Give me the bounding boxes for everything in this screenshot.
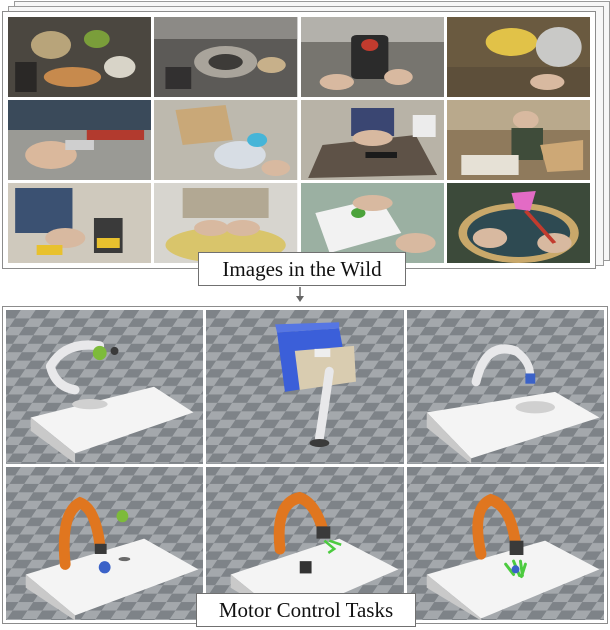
motor-control-panel bbox=[2, 306, 608, 624]
photo-floor-measuring bbox=[300, 100, 444, 180]
images-in-the-wild-label: Images in the Wild bbox=[198, 252, 406, 286]
photo-washing-basket bbox=[154, 183, 298, 263]
photo-cutting-paper-scissors bbox=[446, 183, 590, 263]
photo-unpacking-boxes bbox=[154, 100, 298, 180]
sim-white-arm-push bbox=[406, 310, 604, 464]
photo-kitchen-cooking bbox=[8, 17, 152, 97]
wild-image-collage bbox=[2, 11, 596, 269]
sim-orange-arm-ball bbox=[6, 466, 204, 620]
photo-kitchen-sink-dishes bbox=[154, 17, 298, 97]
motor-control-tasks-label: Motor Control Tasks bbox=[196, 593, 416, 627]
sim-white-arm-ball bbox=[6, 310, 204, 464]
sim-orange-arm-hand bbox=[406, 466, 604, 620]
photo-power-drill bbox=[8, 183, 152, 263]
sim-white-arm-drawer bbox=[206, 310, 404, 464]
photo-woodworking-shop bbox=[446, 100, 590, 180]
down-arrow-icon bbox=[296, 287, 304, 302]
photo-kitchen-counter-food bbox=[446, 17, 590, 97]
photo-electronics-workbench bbox=[8, 100, 152, 180]
photo-coffee-grinder bbox=[300, 17, 444, 97]
photo-crafts-tabletop bbox=[300, 183, 444, 263]
